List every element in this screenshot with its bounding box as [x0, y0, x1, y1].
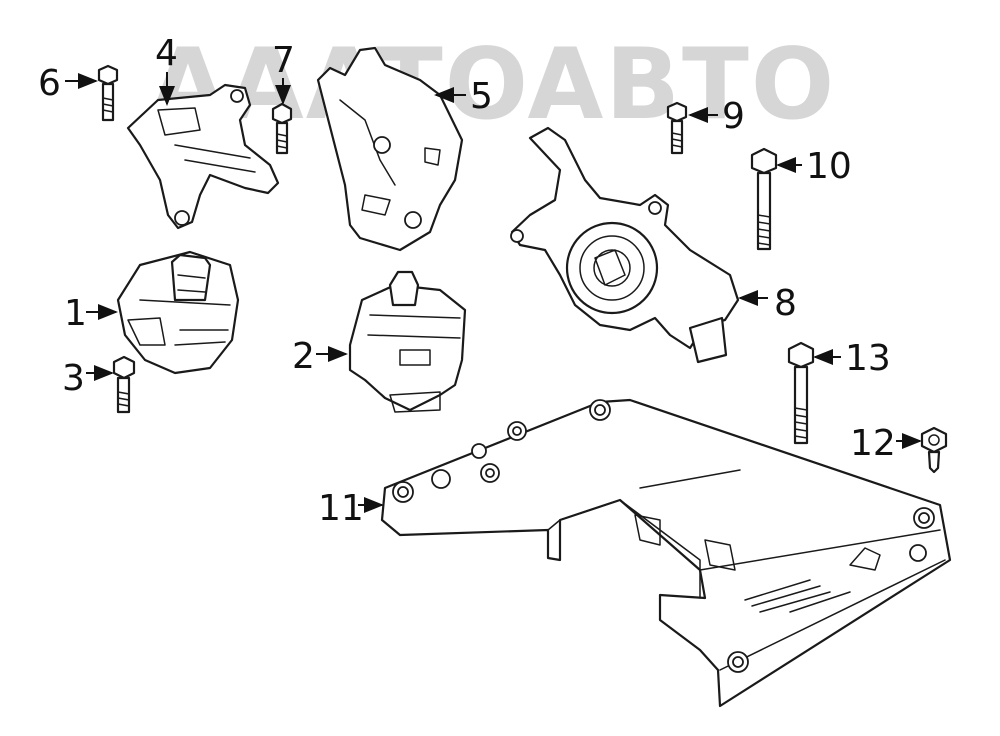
callout-5-label: 5 — [470, 76, 493, 117]
callout-10-label: 10 — [806, 146, 852, 187]
callout-2-label: 2 — [292, 336, 315, 377]
bolt-3 — [112, 355, 136, 414]
callout-13-label: 13 — [845, 338, 891, 379]
callout-4: 4 — [155, 33, 178, 106]
bolt-12 — [920, 426, 948, 474]
callout-10: 10 — [776, 146, 852, 187]
watermark-text: AAATOABTO — [150, 28, 836, 142]
bolt-13 — [787, 341, 815, 445]
callout-7-label: 7 — [272, 40, 295, 81]
callout-11: 11 — [318, 488, 384, 529]
callout-1: 1 — [64, 293, 118, 334]
callout-12-label: 12 — [850, 423, 896, 464]
bolt-9 — [666, 101, 688, 155]
bolt-6 — [97, 64, 119, 122]
callout-9-label: 9 — [722, 96, 745, 137]
callout-6-label: 6 — [38, 63, 61, 104]
part-transmission-mount-8 — [510, 126, 740, 364]
callout-8: 8 — [738, 283, 797, 324]
callout-2: 2 — [292, 336, 348, 377]
callout-4-label: 4 — [155, 33, 178, 74]
callout-12: 12 — [850, 423, 922, 464]
callout-8-label: 8 — [774, 283, 797, 324]
callout-6: 6 — [38, 63, 98, 104]
callout-13: 13 — [813, 338, 891, 379]
callout-7: 7 — [272, 40, 295, 105]
part-engine-mount-1 — [116, 250, 240, 375]
watermark: AAATOABTO — [150, 28, 836, 142]
part-crossmember — [380, 398, 952, 708]
callout-9: 9 — [688, 96, 745, 137]
part-bracket-5 — [316, 46, 464, 252]
part-engine-bracket-4 — [126, 83, 280, 230]
part-engine-mount-2 — [348, 270, 467, 413]
bolt-7 — [271, 102, 293, 155]
callout-11-label: 11 — [318, 488, 364, 529]
callout-1-label: 1 — [64, 293, 87, 334]
callout-5: 5 — [434, 76, 493, 117]
callout-3: 3 — [62, 358, 114, 399]
bolt-10 — [750, 147, 778, 251]
callout-3-label: 3 — [62, 358, 85, 399]
